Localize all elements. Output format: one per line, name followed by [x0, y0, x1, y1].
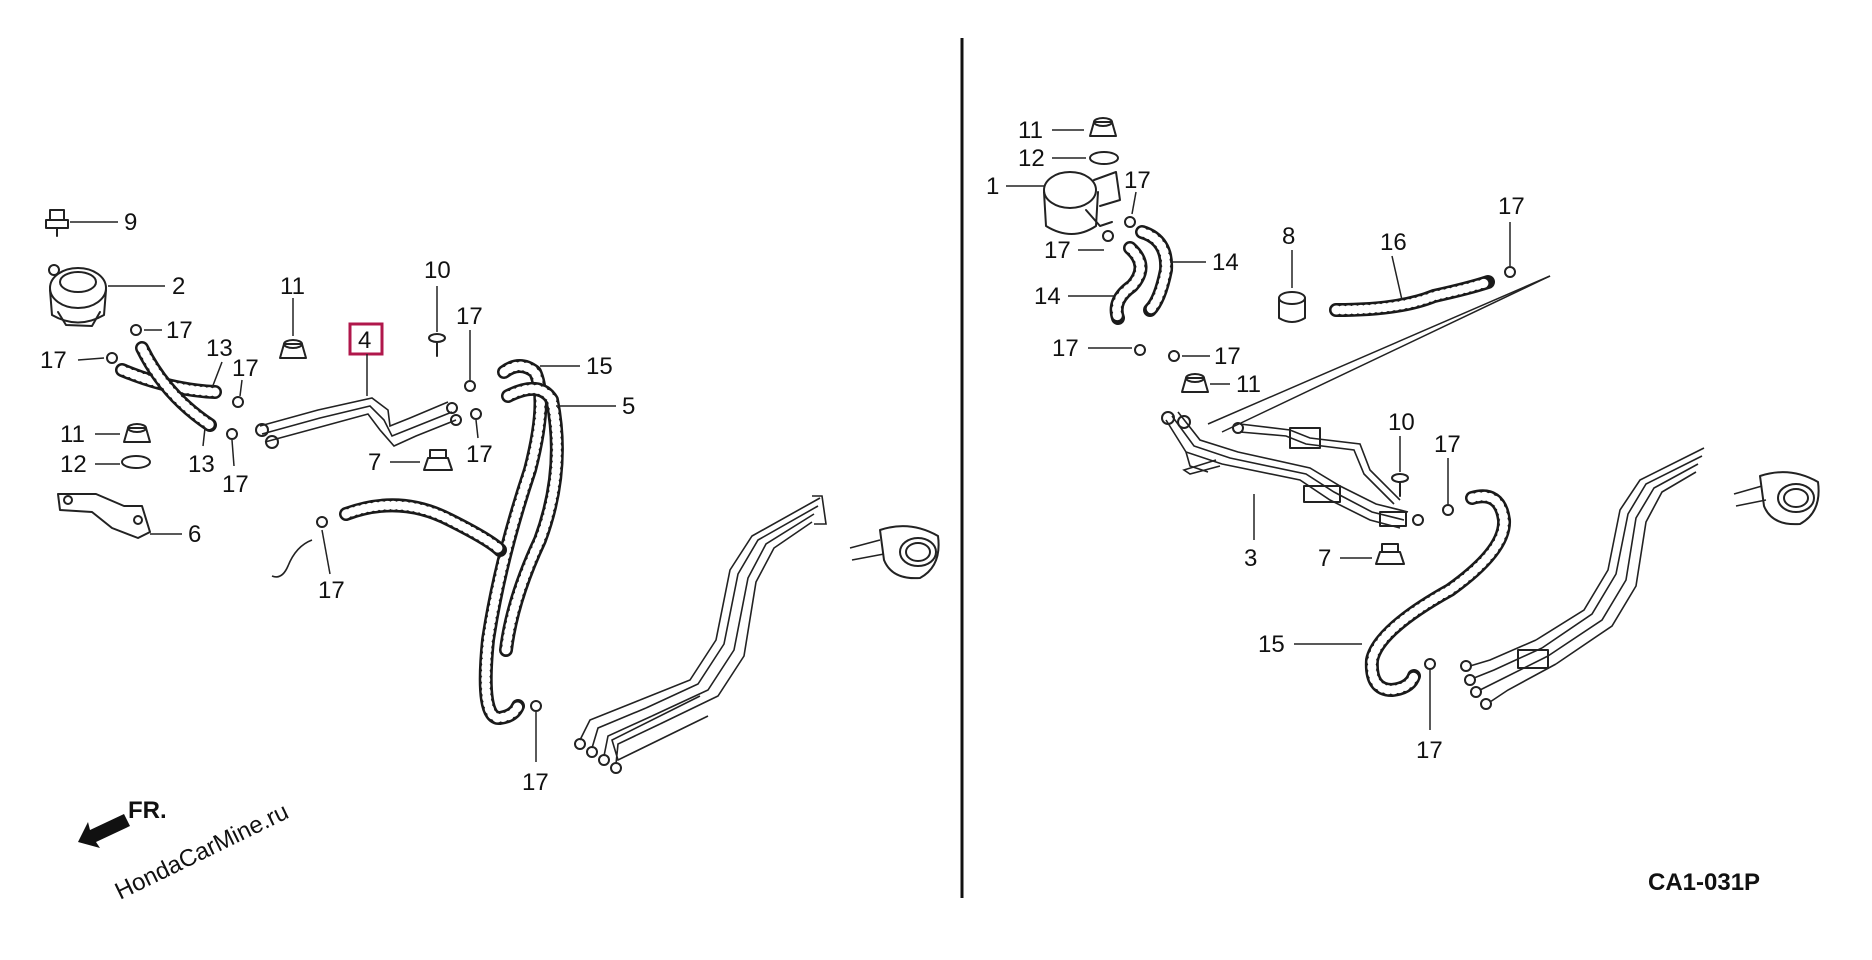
- nut-11-icon: [1181, 373, 1209, 393]
- callout-10: 10: [424, 257, 451, 284]
- callout-12: 12: [60, 451, 87, 478]
- callout-17a: 17: [166, 317, 193, 344]
- clip-icon: [1168, 350, 1180, 362]
- callout-17c-r: 17: [1498, 193, 1525, 220]
- clip-icon: [1102, 230, 1114, 242]
- filler-pipe-right: [1460, 447, 1820, 710]
- pipe-set-4: [255, 397, 462, 449]
- callout-10r: 10: [1388, 409, 1415, 436]
- nut-11-icon: [279, 339, 307, 359]
- callout-17f-r: 17: [1434, 431, 1461, 458]
- clip-icon: [1442, 504, 1454, 516]
- clip-7-icon: [423, 449, 453, 471]
- callout-17a-r: 17: [1124, 167, 1151, 194]
- callout-17b: 17: [40, 347, 67, 374]
- callout-4: 4: [358, 327, 371, 354]
- pipe-set-3: [1161, 411, 1424, 529]
- callout-3: 3: [1244, 545, 1257, 572]
- clip-icon: [1134, 344, 1146, 356]
- callout-2: 2: [172, 273, 185, 300]
- clip-icon: [1424, 658, 1436, 670]
- callout-11-center: 11: [280, 273, 305, 300]
- callout-17g: 17: [318, 577, 345, 604]
- clip-icon: [316, 516, 328, 528]
- callout-17d-r: 17: [1052, 335, 1079, 362]
- callout-17e-r: 17: [1214, 343, 1241, 370]
- callout-7: 7: [368, 449, 381, 476]
- callout-13b: 13: [188, 451, 215, 478]
- clip-icon: [226, 428, 238, 440]
- callout-8: 8: [1282, 223, 1295, 250]
- screw-10-icon: [1391, 473, 1409, 497]
- callout-17b-r: 17: [1044, 237, 1071, 264]
- hose-16: [1329, 275, 1495, 317]
- callout-11b: 11: [1236, 371, 1261, 398]
- callout-17g-r: 17: [1416, 737, 1443, 764]
- highlight-box-4: [348, 322, 384, 356]
- bracket-6-icon: [57, 493, 151, 539]
- hose-lower: [339, 498, 507, 557]
- clip-icon: [464, 380, 476, 392]
- callout-11: 11: [60, 421, 85, 448]
- clip-icon: [470, 408, 482, 420]
- hose-14-a: [1135, 225, 1174, 317]
- callout-1: 1: [986, 173, 999, 200]
- clip-icon: [1124, 216, 1136, 228]
- clip-icon: [130, 324, 142, 336]
- callout-17d: 17: [222, 471, 249, 498]
- bolt-9-icon: [45, 209, 69, 237]
- callout-17f: 17: [466, 441, 493, 468]
- hose-5: [499, 382, 564, 657]
- callout-12r: 12: [1018, 145, 1045, 172]
- clip-7-icon: [1375, 543, 1405, 565]
- callout-15: 15: [586, 353, 613, 380]
- left-view: 9 2 17 17 13 17 13: [40, 209, 940, 848]
- callout-17e: 17: [456, 303, 483, 330]
- washer-12-icon: [121, 455, 151, 469]
- callout-17h: 17: [522, 769, 549, 796]
- callout-7r: 7: [1318, 545, 1331, 572]
- callout-15r: 15: [1258, 631, 1285, 658]
- washer-12-icon: [1089, 151, 1119, 165]
- clip-icon: [1504, 266, 1516, 278]
- callout-13a: 13: [206, 335, 233, 362]
- clip-icon: [530, 700, 542, 712]
- diagram-code: CA1-031P: [1648, 869, 1760, 896]
- canister-2-icon: [48, 264, 107, 327]
- callout-16: 16: [1380, 229, 1407, 256]
- callout-14a: 14: [1212, 249, 1239, 276]
- screw-10-icon: [428, 333, 446, 357]
- callout-9: 9: [124, 209, 137, 236]
- hose-14-b: [1109, 241, 1148, 325]
- clip-icon: [232, 396, 244, 408]
- nut-11-icon: [1089, 117, 1117, 137]
- filler-pipe-left: [574, 495, 940, 774]
- grommet-8-icon: [1278, 291, 1306, 323]
- callout-14b: 14: [1034, 283, 1061, 310]
- clip-icon: [106, 352, 118, 364]
- nut-11-icon: [123, 423, 151, 443]
- callout-5: 5: [622, 393, 635, 420]
- callout-6: 6: [188, 521, 201, 548]
- callout-11a: 11: [1018, 117, 1043, 144]
- hose-15-right: [1364, 489, 1512, 697]
- callout-17c: 17: [232, 355, 259, 382]
- canister-1-icon: [1043, 171, 1121, 235]
- fr-label: FR.: [128, 797, 167, 824]
- small-hose: [271, 539, 313, 578]
- hose-13-b: [135, 341, 217, 432]
- right-view: 11 12 1 17 17 14 14: [986, 117, 1820, 896]
- front-direction-arrow: FR.: [78, 797, 167, 848]
